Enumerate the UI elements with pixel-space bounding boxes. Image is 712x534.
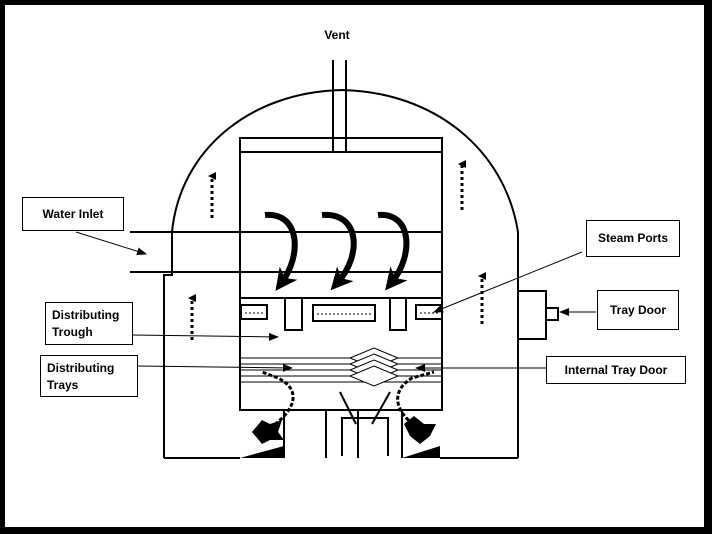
tray-door-text: Tray Door <box>609 302 666 317</box>
distributing-trays-label: Distributing Trays <box>40 355 138 397</box>
steam-port-right <box>415 304 443 320</box>
internal-tray-door-text: Internal Tray Door <box>564 362 668 377</box>
leader-water-inlet <box>75 231 147 256</box>
steam-port-left <box>240 304 268 320</box>
tray-door-label: Tray Door <box>597 290 679 330</box>
distributing-trough-text-1: Distributing <box>52 308 120 322</box>
distributing-trough-label: Distributing Trough <box>45 302 133 345</box>
trough-slot-left <box>284 298 303 331</box>
diagram-panel <box>5 5 704 527</box>
trough-slot-right <box>389 298 407 331</box>
water-inlet-label: Water Inlet <box>22 197 124 231</box>
steam-spray-curves <box>261 370 435 430</box>
outer-shell-dome <box>163 88 519 458</box>
distributing-trough-text-2: Trough <box>52 325 93 339</box>
steam-flow-arrows <box>188 160 486 340</box>
tray-door-handle <box>545 307 559 321</box>
water-inlet-text: Water Inlet <box>42 206 104 221</box>
bottom-ramp-left <box>240 446 284 458</box>
steam-ports-text: Steam Ports <box>597 231 669 245</box>
tray-diamond-pattern <box>348 347 400 387</box>
distributing-trays-text-1: Distributing <box>47 361 115 375</box>
leader-distributing-trays <box>137 363 293 372</box>
vent-label: Vent <box>324 28 350 42</box>
water-spray-arrows <box>264 211 410 291</box>
steam-port-center <box>312 304 376 322</box>
tray-door-frame <box>341 417 389 456</box>
tray-door-housing <box>517 290 547 340</box>
inner-vessel <box>239 137 443 411</box>
steam-spray-bursts <box>252 416 436 444</box>
internal-tray-door-label: Internal Tray Door <box>546 356 686 384</box>
steam-ports-label: Steam Ports <box>586 220 680 257</box>
leader-steam-ports <box>433 251 583 313</box>
leader-distributing-trough <box>131 332 279 341</box>
bottom-ramp-right <box>402 446 440 458</box>
distributing-trays-text-2: Trays <box>47 378 79 392</box>
